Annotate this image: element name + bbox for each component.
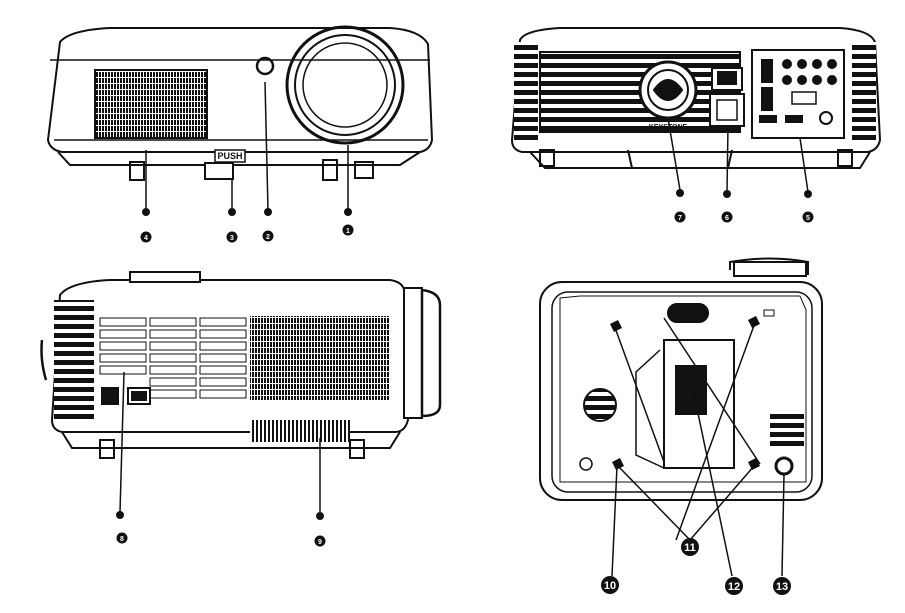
- callout-13: 13: [776, 581, 788, 593]
- callout-2: 2: [266, 234, 270, 241]
- bottom-callouts: 10 11 12 13: [601, 538, 791, 595]
- mount-holes: [610, 316, 760, 470]
- callout-10: 10: [604, 580, 616, 592]
- callout-1: 1: [346, 228, 350, 235]
- bottom-view: [539, 257, 823, 501]
- callout-11: 11: [684, 542, 696, 554]
- front-vent: [94, 69, 208, 139]
- callout-12: 12: [728, 581, 740, 593]
- callout-4: 4: [144, 235, 148, 242]
- callout-9: 9: [318, 539, 322, 546]
- callout-6: 6: [725, 215, 729, 222]
- rear-view: [510, 27, 882, 169]
- keystone-knob: [638, 60, 698, 120]
- ir-sensor: [255, 56, 275, 76]
- label-plate: [675, 365, 707, 415]
- callout-5: 5: [806, 215, 810, 222]
- callout-3: 3: [230, 235, 234, 242]
- push-label: PUSH: [217, 151, 242, 161]
- lens: [285, 25, 405, 145]
- keystone-label: KEYSTONE: [649, 124, 688, 131]
- front-view: [46, 25, 434, 181]
- side-callouts: 8 9: [116, 532, 326, 547]
- callout-7: 7: [678, 215, 682, 222]
- callout-8: 8: [120, 536, 124, 543]
- side-view: [40, 271, 442, 459]
- rear-callouts: 7 6 5: [674, 211, 814, 223]
- front-callouts: 4 3 2 1: [140, 224, 354, 243]
- side-port-a: [101, 387, 119, 405]
